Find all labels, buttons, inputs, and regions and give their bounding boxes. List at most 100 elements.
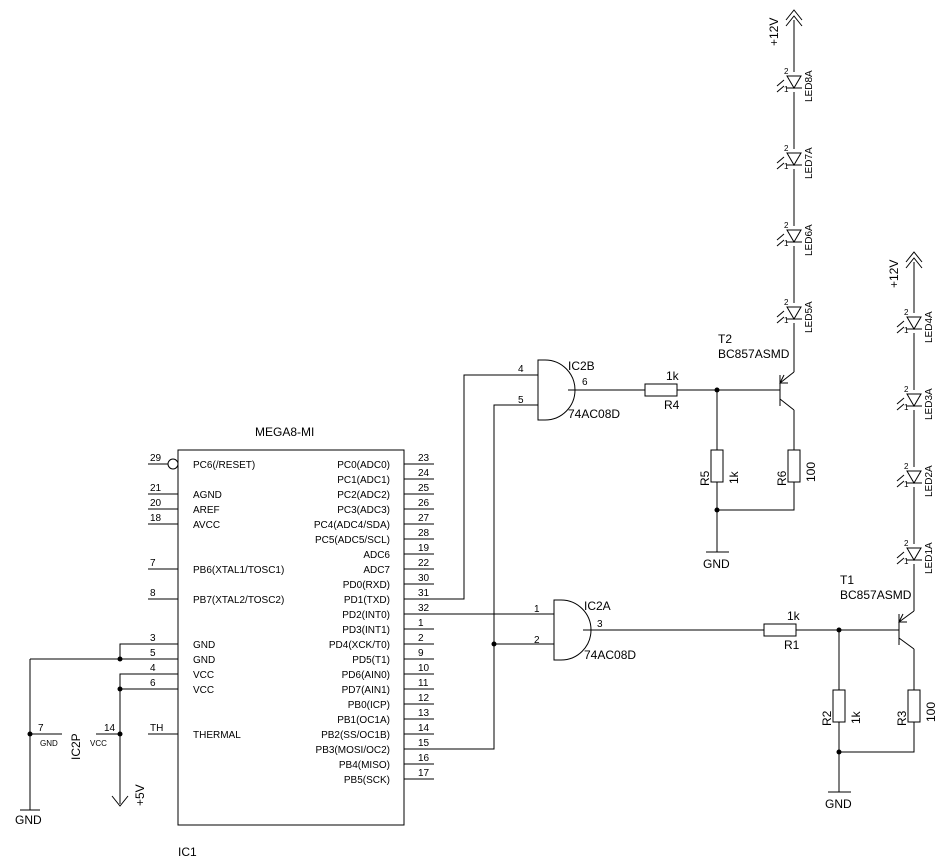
led-label: LED8A [804,70,815,102]
r2-value: 1k [849,710,863,724]
led-pin-cathode: 1 [904,557,909,566]
ic1-pin-label: PC6(/RESET) [193,460,255,471]
ic1-pin-number: 13 [418,708,430,719]
ic1-pin-label: AREF [193,505,220,516]
r1-value: 1k [787,609,801,623]
r1-ref: R1 [784,638,800,652]
led-ray [776,233,785,241]
led-ray [896,480,905,488]
t2-part: BC857ASMD [718,347,790,361]
led-pin-anode: 2 [904,385,909,394]
gnd-label-t1: GND [825,797,852,811]
led-ray [896,474,905,482]
led-pin-anode: 2 [904,308,909,317]
ic1-pin-label: PB4(MISO) [339,760,390,771]
led-pin-cathode: 1 [904,480,909,489]
ic1-pin-label: PD3(INT1) [342,625,390,636]
ic1-pin-label: PC1(ADC1) [337,475,390,486]
gate-ic2b-ref: IC2B [568,359,595,373]
ic1-pin-label: PD0(RXD) [343,580,390,591]
ic1-pin-number: 17 [418,768,430,779]
ic1-pin-number: 8 [150,588,156,599]
ic1-pin-number: 29 [150,453,162,464]
resistor-r4 [644,383,678,397]
led-ray [776,239,785,247]
ic1-pin-number: 9 [418,648,424,659]
led-pin-cathode: 1 [784,85,789,94]
ic1-pin-number: 16 [418,753,430,764]
t1-part: BC857ASMD [840,588,912,602]
led-pin-cathode: 1 [904,403,909,412]
transistor-t2-collector [779,398,795,411]
led-label: LED1A [924,542,935,574]
r2-ref: R2 [820,710,834,726]
led-triangle-icon [906,393,922,407]
led-ray [776,156,785,164]
driver-t1: 1k R1 GND R2 1k R3 100 T1 BC857ASMD +12V… [583,251,938,811]
ic1-right-pins: 23PC0(ADC0)24PC1(ADC1)25PC2(ADC2)26PC3(A… [314,453,434,786]
ic1-ref: IC1 [178,845,197,859]
ic1-pin-number: 6 [150,678,156,689]
led-ray [776,85,785,93]
ic1-pin-label: PD5(T1) [352,655,390,666]
ic2p-pin-gnd: 7 [38,723,44,734]
gate-ic2a-pin-in2: 2 [534,635,540,646]
r6-ref: R6 [775,470,789,486]
ic1-pin-label: VCC [193,670,214,681]
led-label: LED7A [804,147,815,179]
gate-ic2b-pin-out: 6 [582,377,588,388]
ic1-pin-label: PC0(ADC0) [337,460,390,471]
ic1-pin-number: 7 [150,558,156,569]
ic1-pin-label: AGND [193,490,222,501]
r3-value: 100 [924,702,938,722]
led-ray [896,320,905,328]
ic1-pin-number: 19 [418,543,430,554]
transistor-t1-arrow [898,613,907,623]
ic1-pin-label: PC2(ADC2) [337,490,390,501]
gate-ic2a-type: 74AC08D [584,648,636,662]
junction [491,641,497,647]
led-ray [776,162,785,170]
ic1-pin-number: 30 [418,573,430,584]
ic1-pin-label: PD7(AIN1) [342,685,390,696]
gate-ic2b: IC2B 74AC08D 4 5 6 [518,359,620,421]
ic2p-pin-vcc: 14 [104,723,116,734]
ic1-pin-label: PB2(SS/OC1B) [321,730,390,741]
ic1-pin-label: PB5(SCK) [344,775,390,786]
resistor-r2 [832,689,846,723]
r4-ref: R4 [664,398,680,412]
led-triangle-icon [906,316,922,330]
junction [117,686,123,692]
transistor-t2-emitter [779,371,795,384]
ic1-pin-label: AVCC [193,520,220,531]
led-triangle-icon [906,547,922,561]
ic1-body [177,449,405,826]
ic1-pin-label: GND [193,640,215,651]
r5-ref: R5 [698,470,712,486]
led-pin-cathode: 1 [904,326,909,335]
transistor-t1-emitter [898,610,915,623]
supply-12v-top: +12V [767,18,781,46]
ic1-pin-label: PC3(ADC3) [337,505,390,516]
resistor-r5 [710,449,724,483]
ic2p-label-gnd: GND [40,739,58,748]
ic1-pin-number: 22 [418,558,430,569]
led-ray [896,551,905,559]
ic1-pin-number: 31 [418,588,430,599]
led-pin-cathode: 1 [784,316,789,325]
ic1-pin-number: 21 [150,483,162,494]
gate-ic2b-pin-in2: 5 [518,395,524,406]
led-triangle-icon [786,152,802,166]
led-ray [896,557,905,565]
gnd-label-t2: GND [703,557,730,571]
ic2p-ref: IC2P [69,733,83,760]
led-label: LED2A [924,465,935,497]
ic1-pin-label: PB0(ICP) [348,700,390,711]
